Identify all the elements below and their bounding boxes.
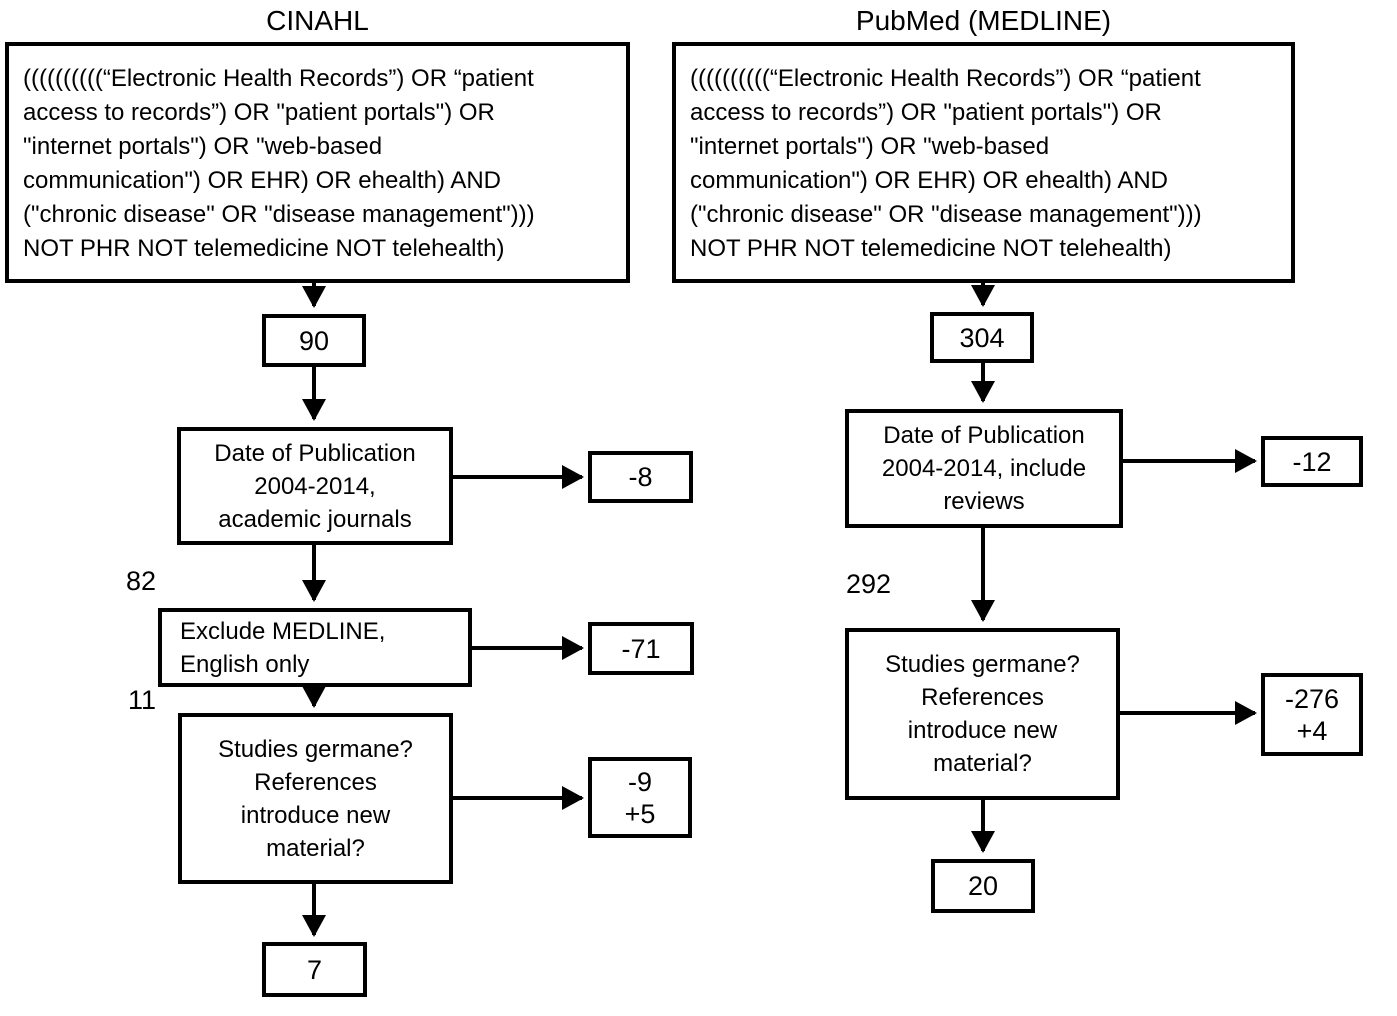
query-line: communication") OR EHR) OR ehealth) AND [690,167,1168,194]
filter-line: Date of Publication [214,439,416,467]
pubmed-germane-box: Studies germane? References introduce ne… [845,628,1120,800]
query-line: ((((((((((“Electronic Health Records”) O… [23,65,534,92]
filter-line: material? [933,750,1032,777]
filter-line: introduce new [240,801,391,829]
filter-line: References [254,768,377,796]
cinahl-germane-delta-box: -9 +5 [588,757,692,838]
pubmed-initial-count-box: 304 [930,312,1034,363]
cinahl-title: CINAHL [266,5,369,36]
cinahl-initial-count-box: 90 [262,314,366,367]
filter-line: 2004-2014, [254,472,376,500]
filter-line: Studies germane? [218,735,413,763]
query-line: communication") OR EHR) OR ehealth) AND [23,167,501,194]
cinahl-date-excluded-box: -8 [588,451,693,503]
pubmed-date-excluded-box: -12 [1261,436,1363,487]
query-line: ("chronic disease" OR "disease managemen… [690,201,1202,228]
cinahl-query-box: ((((((((((“Electronic Health Records”) O… [5,42,630,283]
cinahl-date-filter-box: Date of Publication 2004-2014, academic … [177,427,453,545]
pubmed-query-box: ((((((((((“Electronic Health Records”) O… [672,42,1295,283]
query-line: "internet portals") OR "web-based [690,133,1050,160]
filter-line: References [921,684,1044,711]
filter-line: academic journals [218,505,412,533]
added-count: +5 [624,798,656,829]
filter-line: introduce new [907,717,1058,744]
pubmed-final-count-box: 20 [931,859,1035,913]
filter-line: reviews [943,488,1025,515]
cinahl-exclude-medline-box: Exclude MEDLINE, English only [158,608,472,687]
filter-line: material? [266,834,365,862]
filter-line: 2004-2014, include [881,455,1087,482]
query-line: NOT PHR NOT telemedicine NOT telehealth) [23,235,505,262]
cinahl-exclude-excluded-box: -71 [588,622,694,675]
pubmed-title: PubMed (MEDLINE) [855,5,1112,36]
excluded-count: -276 [1284,683,1340,714]
cinahl-final-count-box: 7 [262,942,367,997]
query-line: NOT PHR NOT telemedicine NOT telehealth) [690,235,1172,262]
cinahl-germane-box: Studies germane? References introduce ne… [178,713,453,884]
query-line: ("chronic disease" OR "disease managemen… [23,201,535,228]
pubmed-count-after-date: 292 [846,569,892,599]
filter-line: Exclude MEDLINE, [180,617,386,645]
filter-line: Studies germane? [885,651,1080,678]
filter-line: Date of Publication [883,422,1085,449]
cinahl-count-after-date: 82 [126,566,157,596]
excluded-count: -9 [627,766,652,797]
query-line: access to records”) OR "patient portals"… [690,99,1162,126]
filter-line: English only [180,650,310,678]
query-line: "internet portals") OR "web-based [23,133,383,160]
pubmed-germane-delta-box: -276 +4 [1261,673,1363,756]
cinahl-count-after-exclude: 11 [128,685,157,715]
added-count: +4 [1296,715,1328,746]
query-line: ((((((((((“Electronic Health Records”) O… [690,65,1201,92]
pubmed-date-filter-box: Date of Publication 2004-2014, include r… [845,409,1123,528]
query-line: access to records”) OR "patient portals"… [23,99,495,126]
